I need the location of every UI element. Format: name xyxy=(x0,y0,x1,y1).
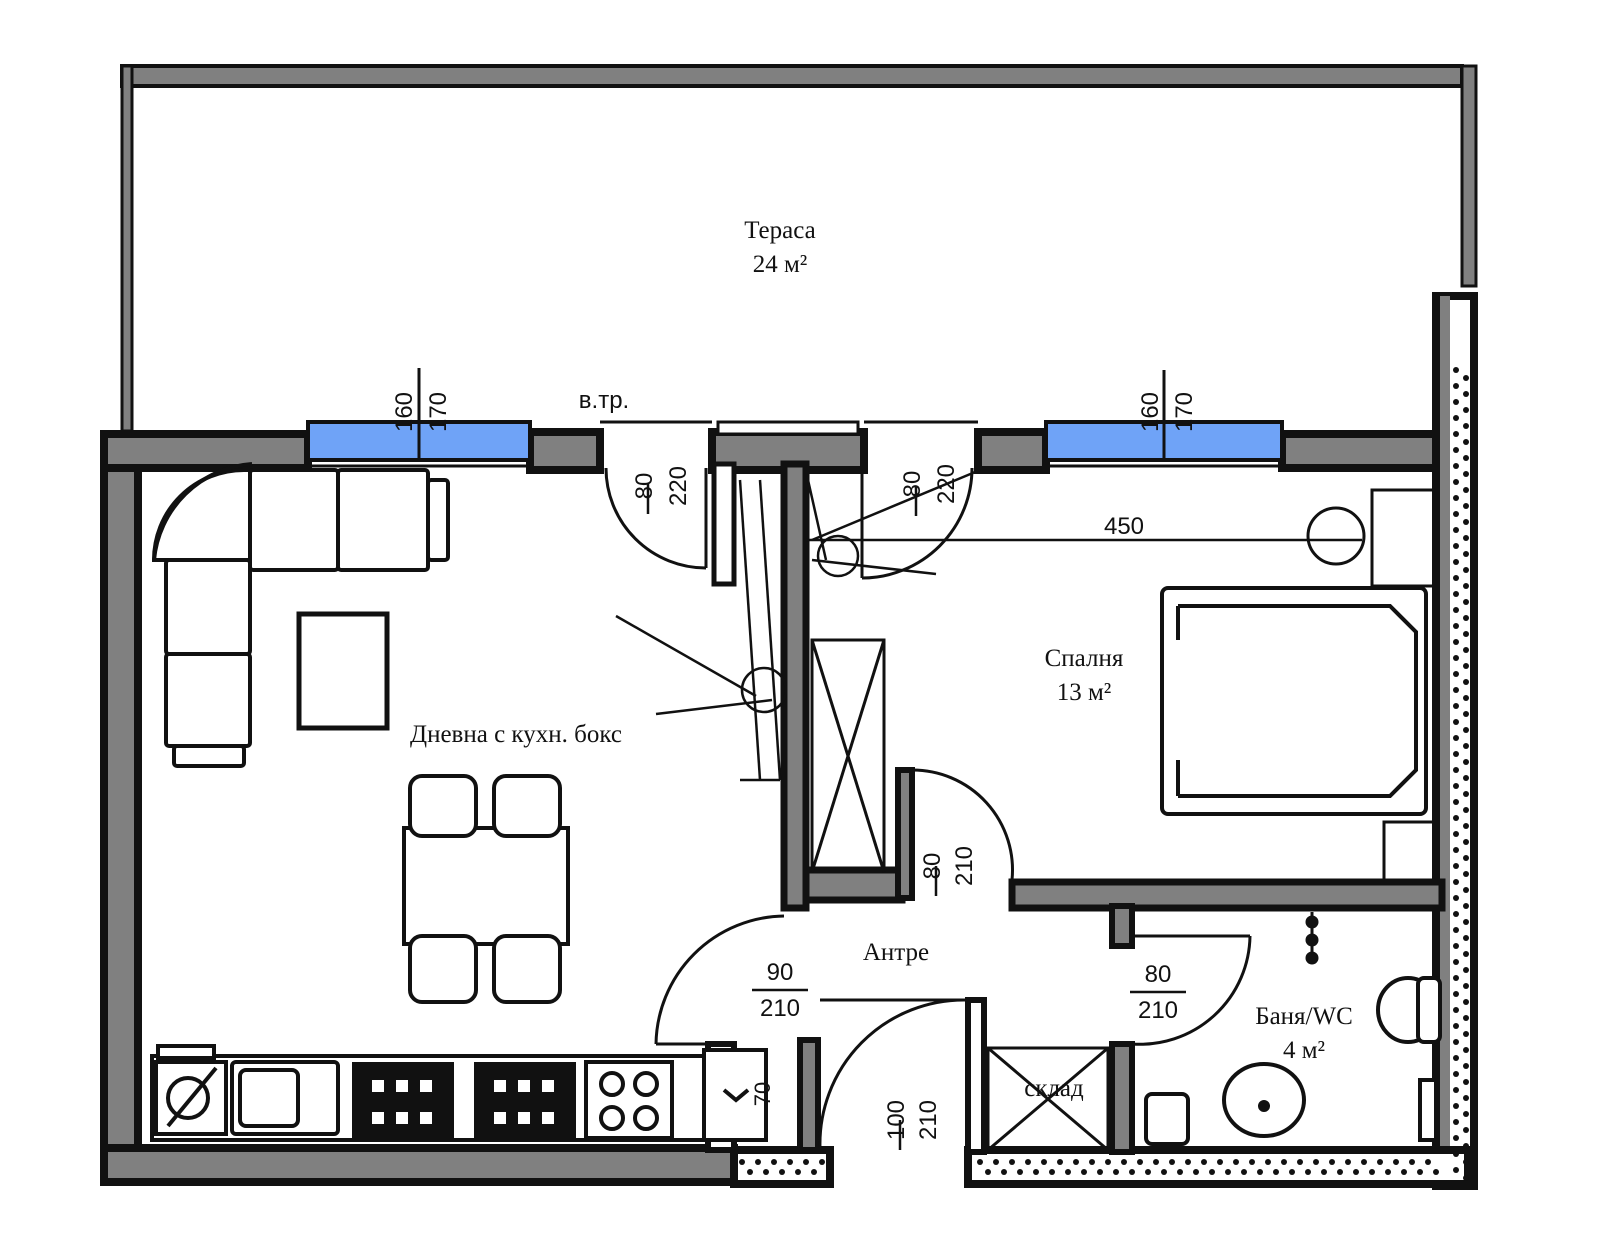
terrace-area: 24 м² xyxy=(753,251,808,278)
door-bedroom-terrace-width: 80 xyxy=(899,471,926,498)
terrace-railing xyxy=(120,64,1478,433)
fridge-width: 70 xyxy=(750,1082,775,1106)
hall-label: Антре xyxy=(863,939,929,966)
door-bath-width: 80 xyxy=(1145,961,1172,988)
bath-area: 4 м² xyxy=(1283,1037,1325,1064)
door-bedroom-width: 80 xyxy=(919,853,946,880)
insulation-pattern xyxy=(739,367,1469,1181)
door-living-width: 90 xyxy=(767,959,794,986)
sofa xyxy=(151,462,450,768)
doors xyxy=(604,467,1252,1149)
terrace-label: Тераса xyxy=(744,217,816,244)
door-bath-height: 210 xyxy=(1138,997,1178,1024)
water-heater-icon xyxy=(1305,912,1319,965)
bedroom-label: Спалня xyxy=(1045,645,1124,672)
dimension-marks xyxy=(646,484,1186,1150)
window-right xyxy=(1044,370,1284,468)
dining-table xyxy=(402,774,570,1004)
terrace-door-frames xyxy=(600,420,978,436)
nightstand xyxy=(1306,488,1438,884)
door-entrance-width: 100 xyxy=(883,1100,910,1140)
window-right-width: 160 xyxy=(1137,392,1164,432)
bedroom-width-dim: 450 xyxy=(1104,513,1144,540)
door-entrance-height: 210 xyxy=(915,1100,942,1140)
storage-label: склад xyxy=(1024,1075,1084,1102)
door-bedroom-terrace-height: 220 xyxy=(933,464,960,504)
window-left-height: 170 xyxy=(425,392,452,432)
wardrobe xyxy=(810,638,886,874)
window-left-width: 160 xyxy=(391,392,418,432)
storage-box xyxy=(986,1046,1110,1152)
coffee-table xyxy=(296,611,390,731)
outer-walls xyxy=(100,292,1478,1190)
living-label: Дневна с кухн. бокс xyxy=(410,721,622,748)
bath-fixtures xyxy=(1144,976,1442,1146)
interior-walls xyxy=(705,460,1446,1155)
window-right-height: 170 xyxy=(1171,392,1198,432)
kitchen-counter xyxy=(150,1044,768,1142)
bed xyxy=(1160,586,1428,816)
door-living-terrace-width: 80 xyxy=(631,473,658,500)
door-living-height: 210 xyxy=(760,995,800,1022)
shaft-lines xyxy=(615,468,981,782)
bedroom-area: 13 м² xyxy=(1057,679,1112,706)
door-living-terrace-height: 220 xyxy=(665,466,692,506)
window-left xyxy=(306,368,532,468)
hob-dots xyxy=(372,1080,554,1124)
shaft-label: в.тр. xyxy=(579,387,629,414)
bath-label: Баня/WC xyxy=(1255,1003,1353,1030)
door-bedroom-height: 210 xyxy=(951,846,978,886)
